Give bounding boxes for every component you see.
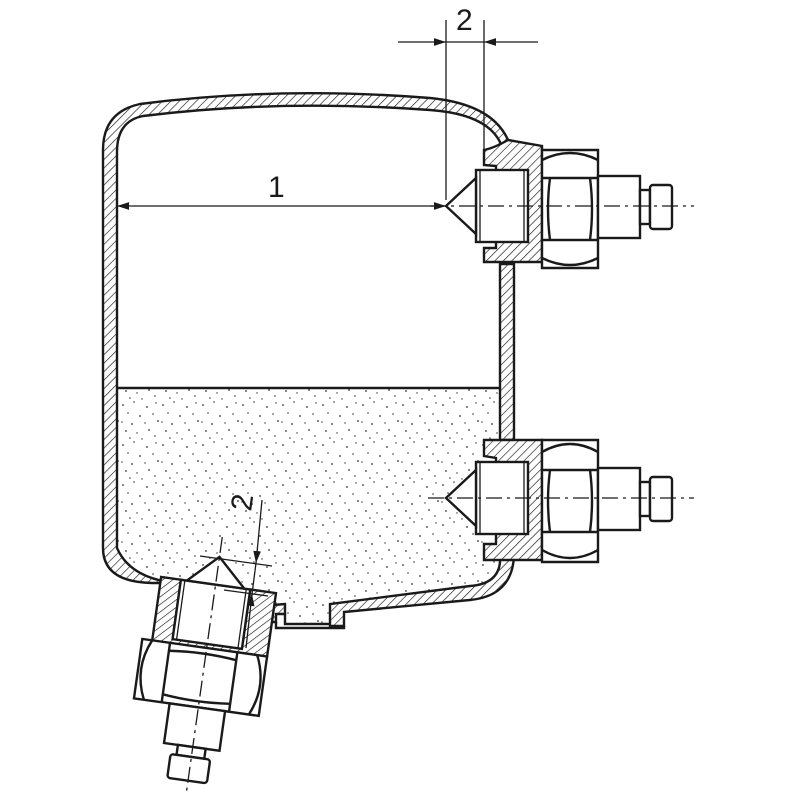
dimension-2-top: 2: [398, 4, 538, 200]
middle-stem: [596, 466, 642, 532]
upper-hex-nut: [540, 148, 600, 270]
dimension-2-bottom-label: 2: [225, 492, 260, 513]
middle-connector: [648, 475, 674, 523]
dimension-1: 1: [117, 171, 446, 210]
lower-probe-tip: [183, 555, 248, 591]
upper-stem: [596, 174, 642, 240]
dimension-2-bottom-arrow: [253, 499, 263, 564]
lower-probe: [132, 536, 278, 795]
vessel-wall-right: [498, 262, 516, 442]
vessel-wall: [101, 92, 510, 585]
middle-hex-nut: [540, 438, 600, 564]
dimension-1-label: 1: [268, 171, 285, 204]
upper-connector: [648, 183, 674, 231]
upper-probe: [430, 138, 694, 270]
middle-probe: [428, 438, 694, 564]
lower-stem: [162, 702, 227, 753]
dimension-2-bottom: 2: [199, 492, 273, 649]
dimension-2-top-label: 2: [456, 4, 473, 37]
vessel: [101, 92, 516, 630]
lower-thread-body: [171, 578, 252, 651]
lower-connector: [166, 753, 211, 785]
